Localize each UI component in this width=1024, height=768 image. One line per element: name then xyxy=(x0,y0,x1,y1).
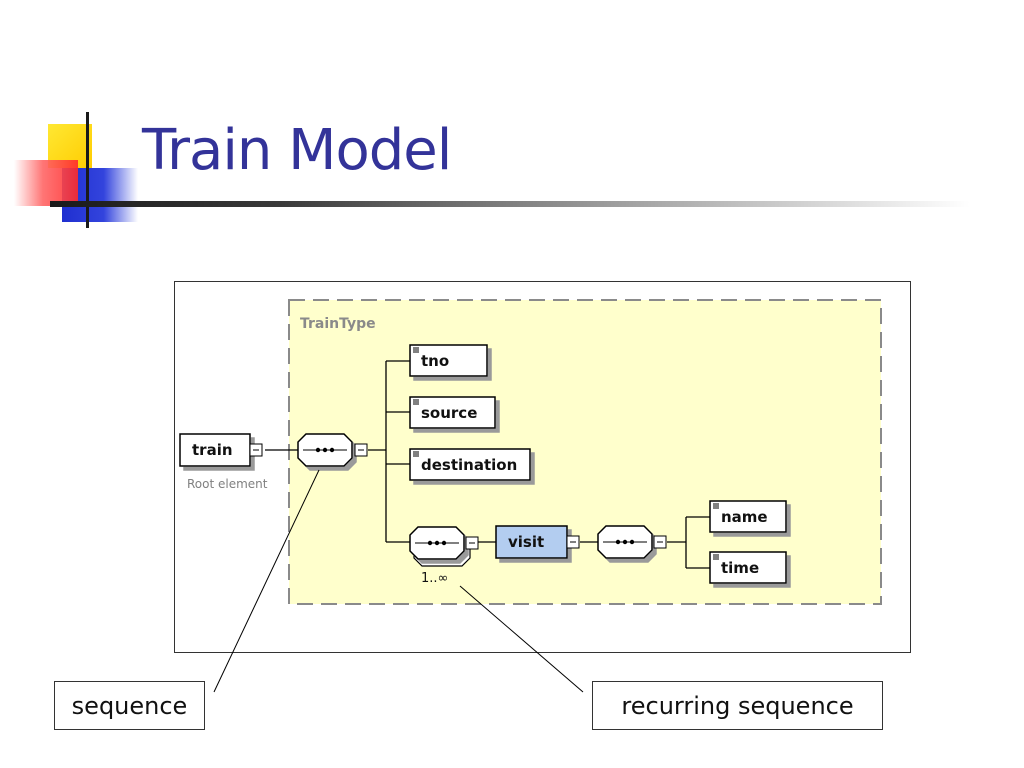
traintype-label: TrainType xyxy=(300,316,376,332)
element-time[interactable]: time xyxy=(709,551,787,584)
deco-red-square xyxy=(14,160,78,206)
sequence-compositor[interactable] xyxy=(297,433,353,467)
root-element-caption: Root element xyxy=(187,477,268,491)
sequence-pointer-line xyxy=(213,469,320,693)
svg-text:name: name xyxy=(721,508,768,526)
inner-sequence-toggle[interactable] xyxy=(653,535,667,549)
visit-collapse-toggle[interactable] xyxy=(566,535,580,549)
svg-text:train: train xyxy=(192,441,233,459)
traintype-box xyxy=(288,299,882,605)
connector-lines xyxy=(265,360,710,569)
callout-recurring-sequence: recurring sequence xyxy=(592,681,883,730)
sequence-collapse-toggle[interactable] xyxy=(354,443,368,457)
element-visit[interactable]: visit xyxy=(495,525,568,559)
inner-sequence-compositor[interactable] xyxy=(597,525,653,559)
deco-vertical-line xyxy=(86,112,89,228)
element-name[interactable]: name xyxy=(709,500,787,533)
root-element-train[interactable]: train xyxy=(179,433,251,467)
callout-sequence: sequence xyxy=(54,681,205,730)
element-tno[interactable]: tno xyxy=(409,344,488,377)
element-source[interactable]: source xyxy=(409,396,496,429)
slide-title: Train Model xyxy=(142,118,452,183)
recurring-sequence-toggle[interactable] xyxy=(465,536,479,550)
cardinality-label: 1..∞ xyxy=(421,571,448,586)
recurring-sequence-pointer-line xyxy=(459,585,584,693)
svg-text:destination: destination xyxy=(421,456,517,474)
svg-text:tno: tno xyxy=(421,352,449,370)
svg-text:time: time xyxy=(721,559,759,577)
svg-text:visit: visit xyxy=(508,533,544,551)
title-underline xyxy=(50,201,970,207)
element-destination[interactable]: destination xyxy=(409,448,531,481)
recurring-sequence-compositor[interactable] xyxy=(409,526,471,567)
svg-text:source: source xyxy=(421,404,477,422)
train-collapse-toggle[interactable] xyxy=(249,443,263,457)
